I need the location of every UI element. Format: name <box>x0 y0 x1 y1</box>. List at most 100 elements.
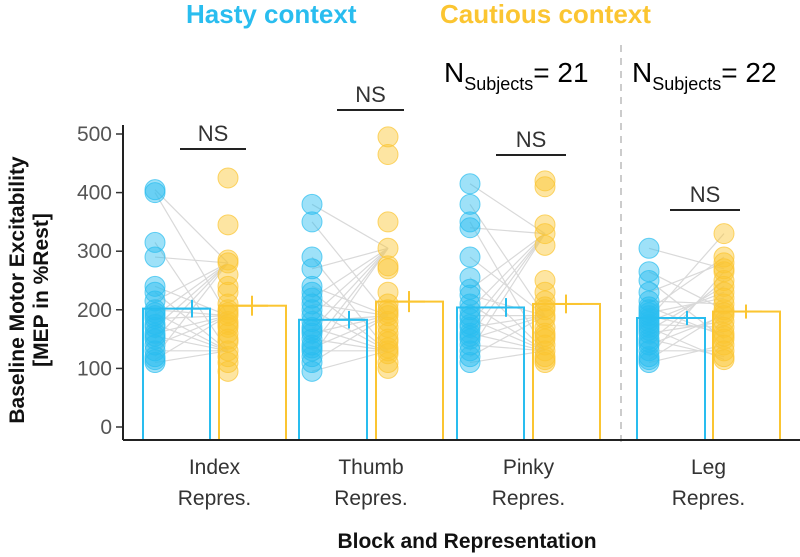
point-hasty <box>144 290 166 312</box>
subject-connector <box>648 256 725 311</box>
point-hasty <box>301 352 323 374</box>
point-cautious <box>217 293 239 315</box>
point-cautious <box>377 258 399 280</box>
significance-label: NS <box>198 121 229 146</box>
subject-connector <box>154 335 229 352</box>
subject-connector <box>311 221 389 317</box>
point-cautious <box>534 328 556 350</box>
point-hasty <box>459 340 481 362</box>
point-cautious <box>713 349 735 371</box>
point-hasty <box>301 322 323 344</box>
point-hasty <box>638 340 660 362</box>
x-category-label-line2: Repres. <box>492 487 566 510</box>
significance-label: NS <box>690 182 721 207</box>
point-hasty <box>301 287 323 309</box>
point-cautious <box>217 252 239 274</box>
subject-connector <box>154 262 229 302</box>
subject-count-hands: NSubjects= 21 <box>444 57 589 94</box>
subject-connector <box>154 256 229 264</box>
subject-connector <box>648 233 725 319</box>
point-hasty <box>144 328 166 350</box>
point-cautious <box>377 144 399 166</box>
subject-connector <box>311 203 389 249</box>
subject-connector <box>648 280 725 340</box>
point-cautious <box>377 211 399 233</box>
point-hasty <box>638 261 660 283</box>
point-hasty <box>144 340 166 362</box>
point-hasty <box>459 173 481 195</box>
point-hasty <box>638 237 660 259</box>
point-hasty <box>301 293 323 315</box>
point-cautious <box>217 322 239 344</box>
subject-connector <box>154 315 229 361</box>
y-tick-label: 500 <box>77 123 112 146</box>
point-cautious <box>713 252 735 274</box>
point-cautious <box>534 316 556 338</box>
subject-connector <box>648 297 725 314</box>
subject-connector <box>154 350 229 364</box>
point-cautious <box>713 311 735 333</box>
significance-label: NS <box>516 127 547 152</box>
point-cautious <box>713 223 735 245</box>
point-cautious <box>377 357 399 379</box>
point-cautious <box>713 328 735 350</box>
subject-connector <box>154 262 229 317</box>
point-cautious <box>217 352 239 374</box>
point-cautious <box>217 346 239 368</box>
subject-connector <box>648 291 725 323</box>
subject-connector <box>311 247 389 358</box>
point-cautious <box>217 275 239 297</box>
point-hasty <box>301 360 323 382</box>
point-cautious <box>377 237 399 259</box>
subject-connector <box>469 233 546 352</box>
legend-cautious: Cautious context <box>440 0 651 29</box>
y-axis-title-line1: Baseline Motor Excitability <box>6 156 29 424</box>
point-hasty <box>301 275 323 297</box>
point-cautious <box>713 275 735 297</box>
subject-connector <box>154 312 229 352</box>
subject-connector <box>648 344 725 364</box>
point-hasty <box>301 211 323 233</box>
point-hasty <box>301 311 323 333</box>
point-cautious <box>534 223 556 245</box>
point-cautious <box>377 343 399 365</box>
y-tick-label: 100 <box>77 357 112 380</box>
point-cautious <box>377 126 399 148</box>
point-hasty <box>459 211 481 233</box>
point-hasty <box>638 322 660 344</box>
point-cautious <box>713 340 735 362</box>
point-hasty <box>144 352 166 374</box>
point-hasty <box>144 246 166 268</box>
subject-connector <box>648 312 725 361</box>
point-hasty <box>638 352 660 374</box>
subject-connector <box>648 262 725 293</box>
point-cautious <box>534 334 556 356</box>
subject-connector <box>311 247 389 346</box>
subject-connector <box>469 233 546 337</box>
subject-connector <box>469 227 546 235</box>
subject-connector <box>154 242 229 352</box>
point-hasty <box>459 334 481 356</box>
subject-connector <box>469 183 546 235</box>
subject-connector <box>311 247 389 270</box>
x-category-label: Pinky <box>503 456 555 479</box>
point-cautious <box>534 308 556 330</box>
point-hasty <box>144 334 166 356</box>
subject-connector <box>648 285 725 331</box>
point-cautious <box>217 316 239 338</box>
point-cautious <box>534 340 556 362</box>
x-category-label-line2: Repres. <box>178 487 252 510</box>
point-cautious <box>534 176 556 198</box>
point-hasty <box>459 308 481 330</box>
subject-connector <box>311 247 389 299</box>
point-cautious <box>217 305 239 327</box>
point-cautious <box>534 234 556 256</box>
subject-connector <box>469 233 546 290</box>
y-tick-label: 0 <box>100 416 112 439</box>
point-cautious <box>377 305 399 327</box>
subject-connector <box>469 233 546 325</box>
point-hasty <box>459 246 481 268</box>
x-axis-title: Block and Representation <box>337 530 596 553</box>
